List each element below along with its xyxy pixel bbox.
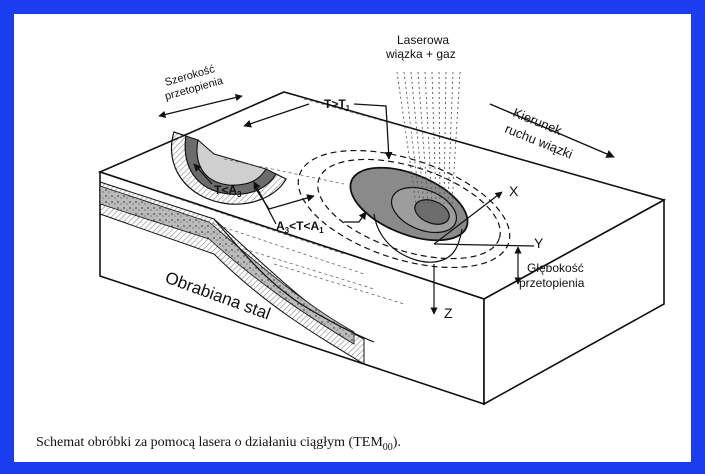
diagram-panel: Laserowa wiązka + gaz Szerokość przetopi… bbox=[14, 14, 691, 462]
between-label: A3<T<A1 bbox=[276, 219, 324, 235]
caption-text: Schemat obróbki za pomocą lasera o dział… bbox=[36, 435, 383, 450]
laser-processing-diagram: Laserowa wiązka + gaz Szerokość przetopi… bbox=[14, 14, 691, 462]
laser-beam-label-2: wiązka + gaz bbox=[385, 47, 456, 61]
axis-z-label: Z bbox=[444, 305, 453, 321]
caption-subscript: 00 bbox=[383, 442, 393, 453]
t-greater-label: T>T1 bbox=[324, 97, 351, 113]
melt-depth-label-2: przetopienia bbox=[519, 276, 585, 290]
laser-beam-label-1: Laserowa bbox=[397, 33, 449, 47]
melt-depth-label-1: Głębokość bbox=[527, 261, 584, 275]
figure-caption: Schemat obróbki za pomocą lasera o dział… bbox=[36, 435, 401, 453]
axis-x-label: X bbox=[509, 183, 519, 199]
axis-y-label: Y bbox=[534, 235, 544, 251]
caption-end: ). bbox=[393, 435, 401, 450]
